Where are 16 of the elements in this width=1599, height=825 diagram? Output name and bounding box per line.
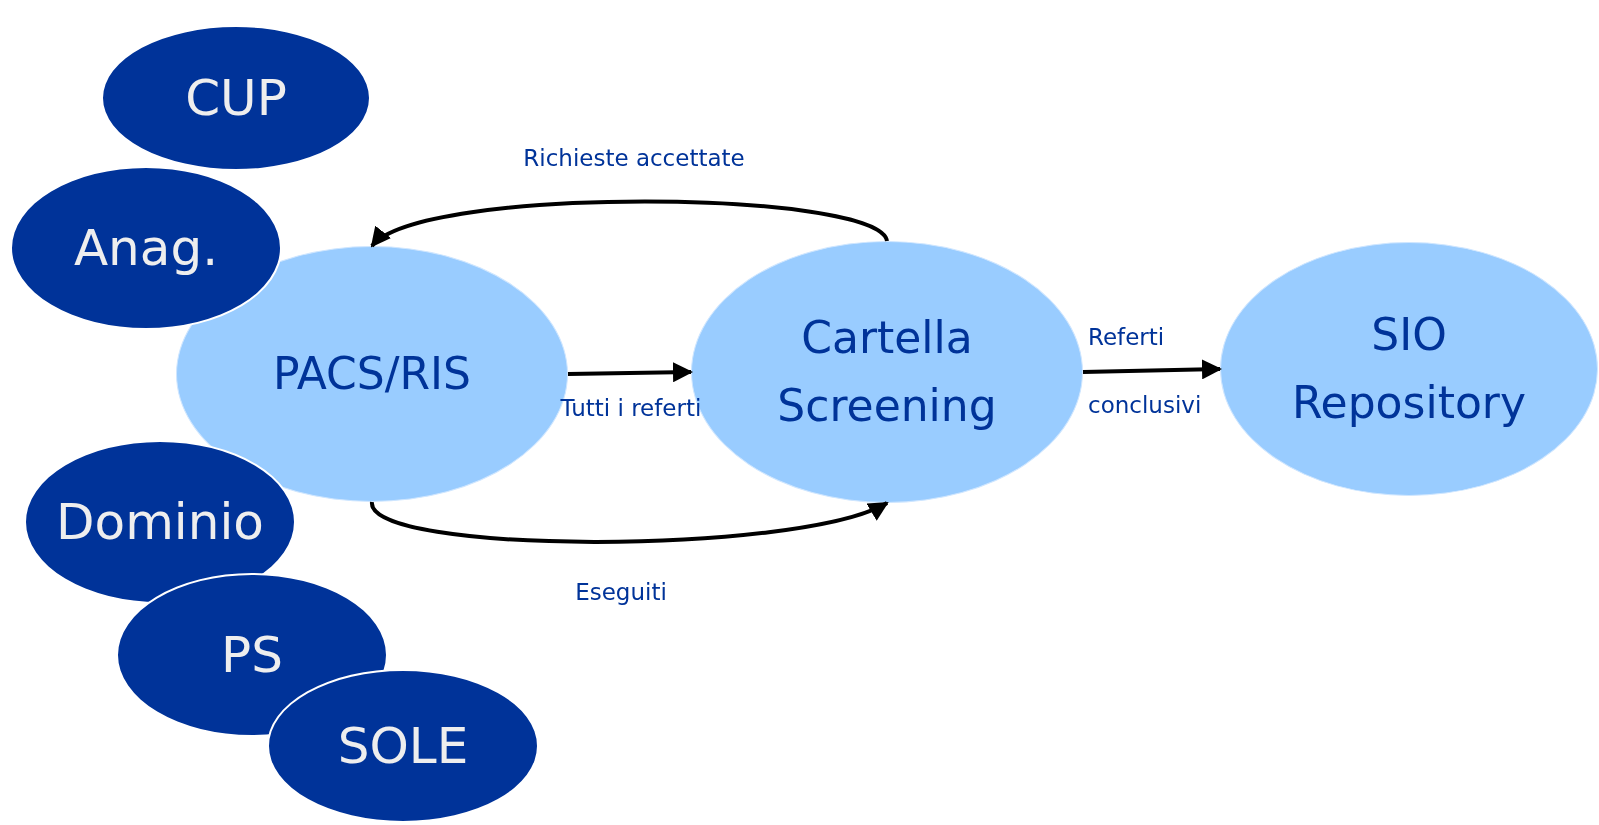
node-label: PACS/RIS: [273, 346, 471, 401]
edge-label: Richieste accettate: [523, 145, 745, 171]
edge-label: Eseguiti: [575, 579, 667, 605]
node-label: Cartella Screening: [776, 310, 998, 433]
arrow: [370, 199, 889, 248]
node-label: SOLE: [337, 717, 469, 775]
arrow: [567, 362, 693, 383]
arrow: [1082, 359, 1222, 380]
edge-label: Tutti i referti: [560, 395, 702, 421]
edge-label: Referti conclusivi: [1088, 323, 1203, 420]
node-label: PS: [221, 626, 283, 684]
node-label: Dominio: [56, 493, 264, 551]
node-label: CUP: [185, 69, 287, 127]
node-label: SIO Repository: [1291, 307, 1527, 430]
node-label: Anag.: [73, 219, 219, 277]
arrow: [370, 500, 889, 544]
